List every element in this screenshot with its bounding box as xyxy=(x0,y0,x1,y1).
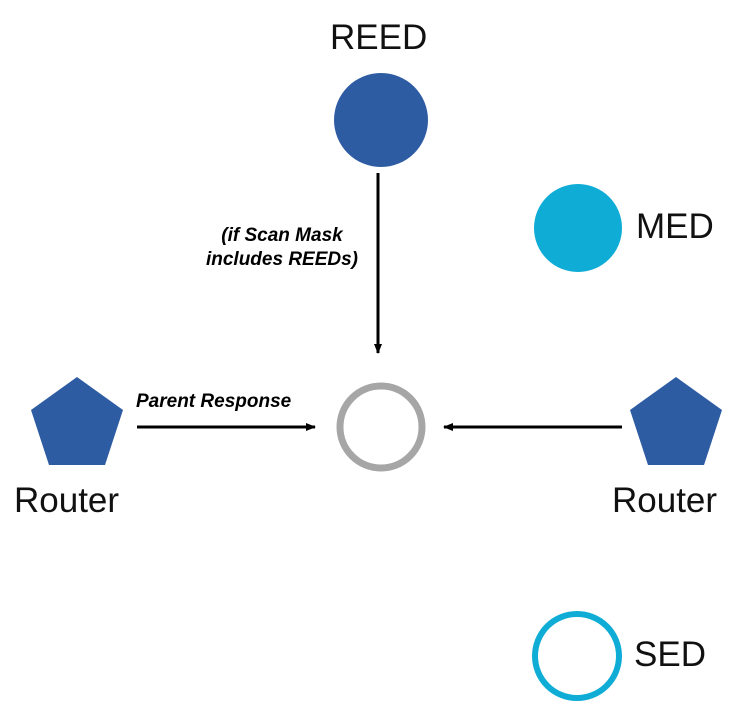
node-router-right-shape[interactable] xyxy=(630,377,722,465)
edge-label-scan-mask-line2: includes REEDs) xyxy=(205,248,359,270)
node-reed-shape[interactable] xyxy=(334,73,428,167)
node-label-reed: REED xyxy=(330,18,428,57)
edge-label-scan-mask: (if Scan Mask includes REEDs) xyxy=(196,224,368,272)
edge-label-scan-mask-line1: (if Scan Mask xyxy=(221,225,343,246)
node-label-router-left: Router xyxy=(14,481,120,520)
node-sed-shape[interactable] xyxy=(532,611,622,701)
node-router-left-shape[interactable] xyxy=(31,377,123,465)
node-label-med: MED xyxy=(636,207,714,246)
node-label-router-right: Router xyxy=(612,481,718,520)
node-center-device-shape[interactable] xyxy=(336,382,426,472)
edge-label-parent-response: Parent Response xyxy=(136,391,292,412)
node-med-shape[interactable] xyxy=(534,184,622,272)
node-label-sed: SED xyxy=(634,635,706,674)
